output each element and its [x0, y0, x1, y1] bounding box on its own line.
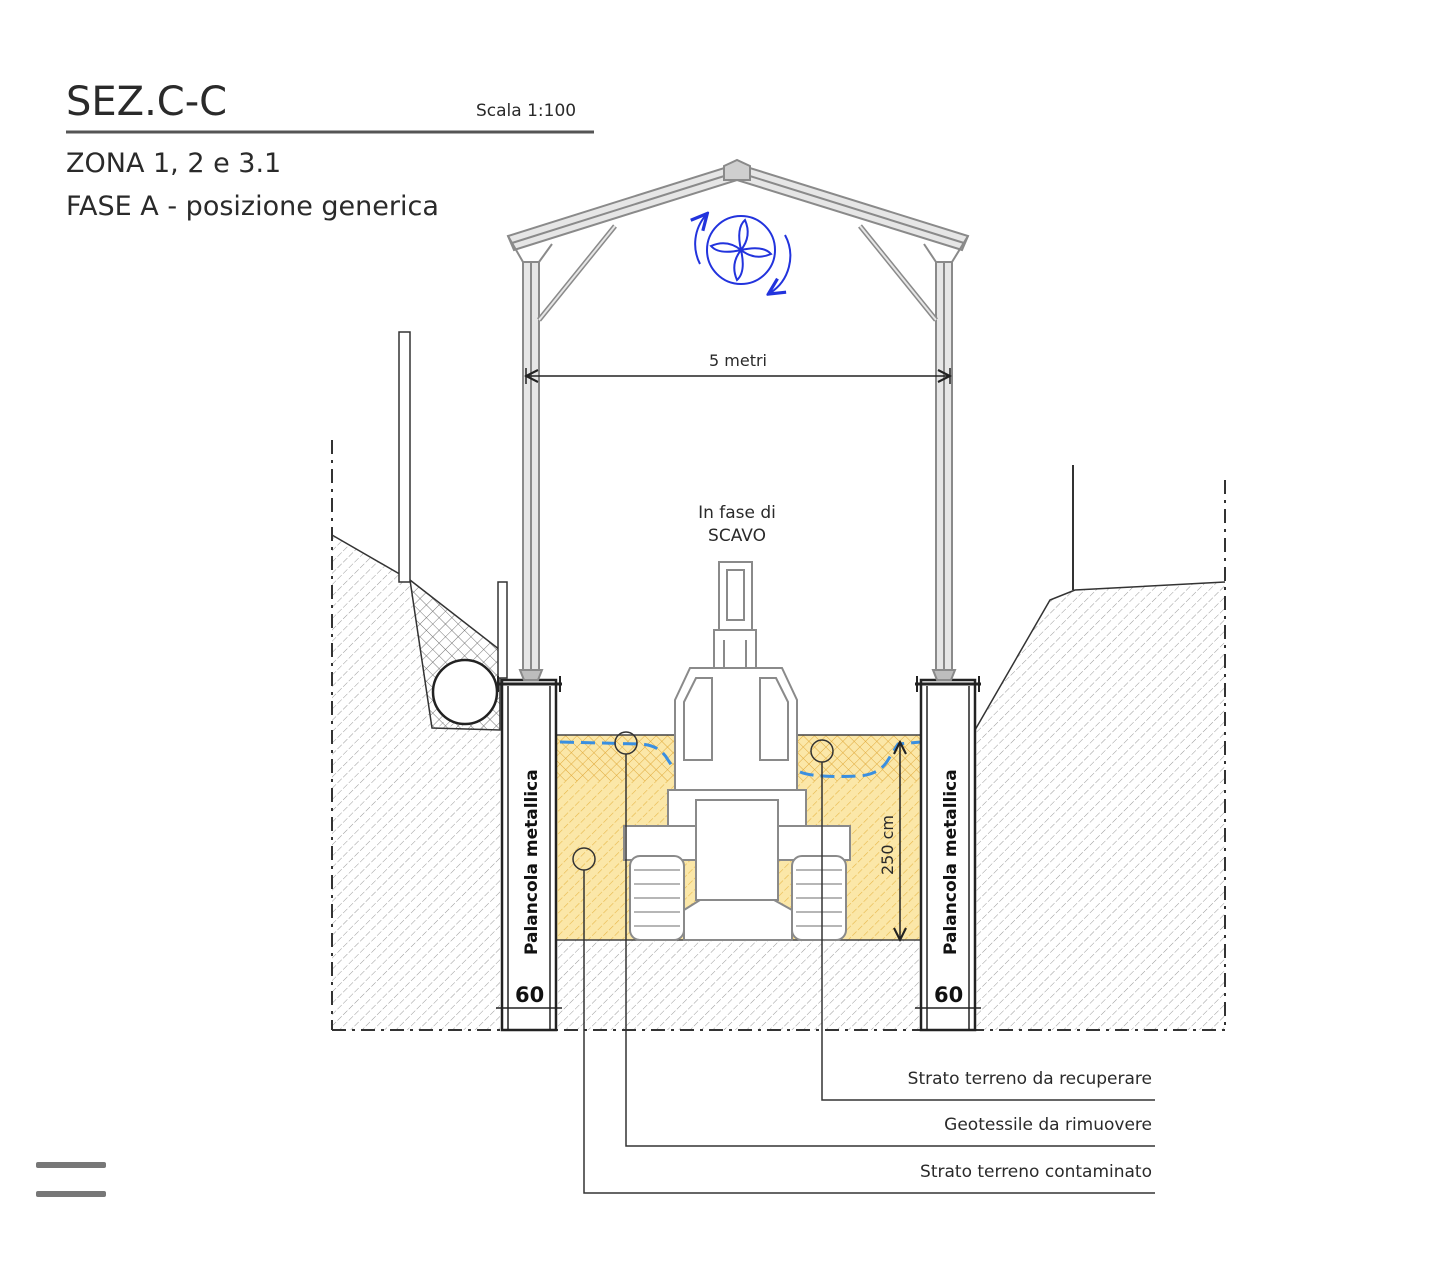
excavator-label: In fase di SCAVO: [698, 503, 776, 546]
excavator: [623, 561, 851, 941]
span-dimension: 5 metri: [526, 351, 950, 384]
sheet-pile-left: Palancola metallica 60: [496, 676, 562, 1032]
span-label: 5 metri: [709, 351, 767, 370]
pile-left-size: 60: [515, 983, 544, 1007]
left-fence-post: [398, 331, 411, 583]
ground-right: [974, 465, 1226, 1030]
title-block: SEZ.C-C Scala 1:100 ZONA 1, 2 e 3.1 FASE…: [66, 79, 594, 222]
pile-right-label: Palancola metallica: [941, 769, 961, 955]
pile-right-size: 60: [934, 983, 963, 1007]
drain-pipe: [431, 658, 499, 726]
legend-item-geotextile: Geotessile da rimuovere: [944, 1115, 1152, 1135]
sheet-pile-right: Palancola metallica 60: [915, 676, 981, 1032]
excavator-label-line2: SCAVO: [708, 526, 766, 546]
phase-label: FASE A - posizione generica: [66, 191, 439, 222]
section-title: SEZ.C-C: [66, 79, 227, 125]
zone-label: ZONA 1, 2 e 3.1: [66, 148, 281, 179]
depth-label: 250 cm: [878, 815, 897, 875]
legend: [572, 731, 1155, 1194]
menu-handle[interactable]: [36, 1162, 106, 1197]
pile-left-label: Palancola metallica: [522, 769, 542, 955]
fan-icon: [695, 215, 792, 293]
scale-label: Scala 1:100: [476, 101, 576, 121]
ground-bottom: [332, 940, 1225, 1031]
ground-left: [331, 440, 500, 1030]
legend-item-recoverable: Strato terreno da recuperare: [908, 1069, 1152, 1089]
left-short-post: [497, 581, 508, 679]
geotextile-line: [559, 740, 922, 778]
left-embankment: [398, 331, 508, 731]
depth-dimension: 250 cm: [878, 742, 900, 940]
legend-item-contaminated: Strato terreno contaminato: [920, 1162, 1152, 1182]
tent-structure: [506, 158, 970, 681]
excavator-label-line1: In fase di: [698, 503, 776, 523]
